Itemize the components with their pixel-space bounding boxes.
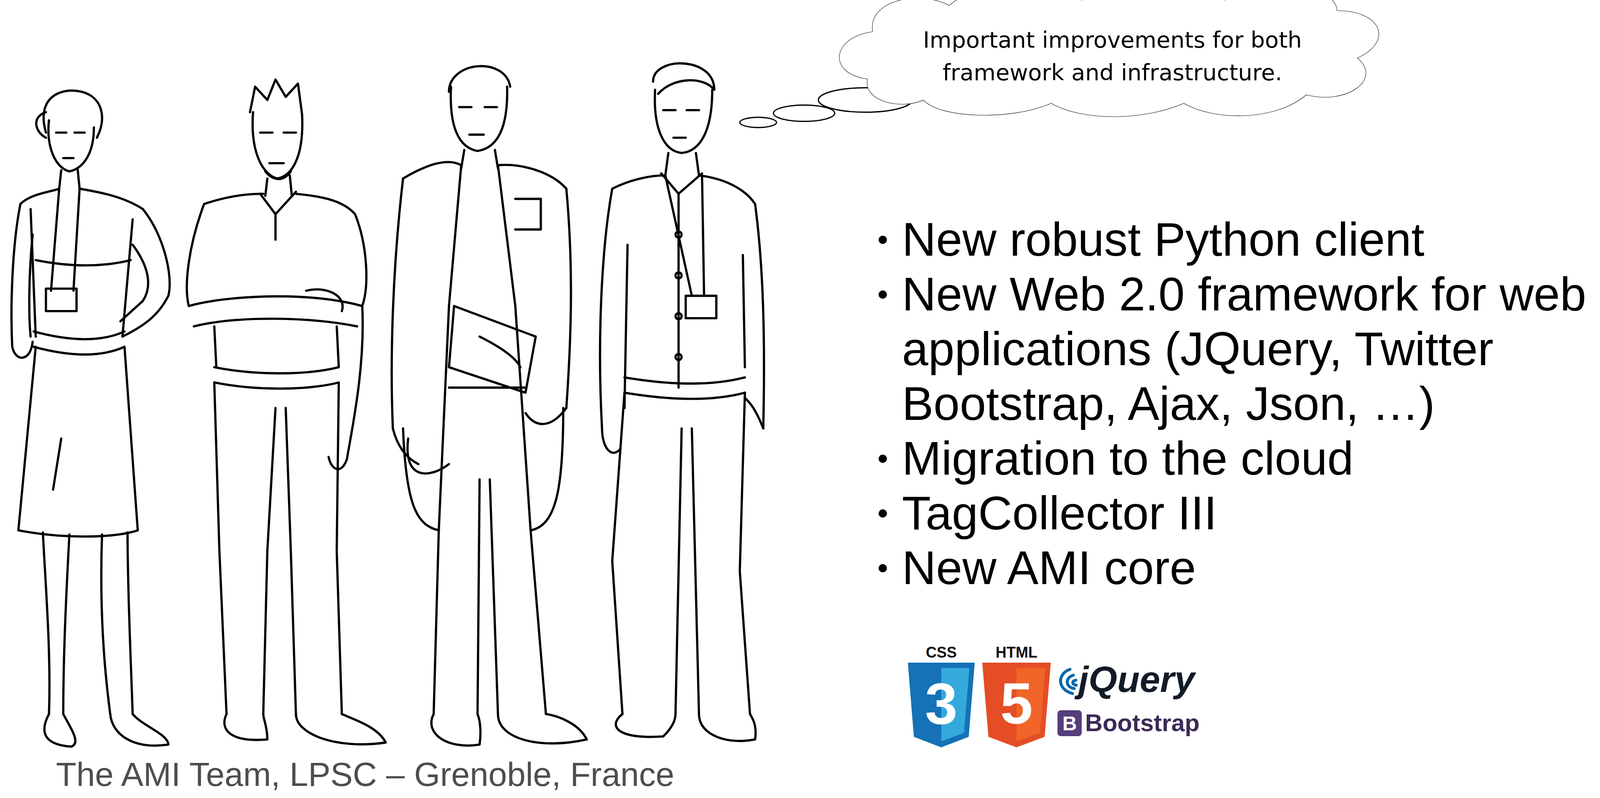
man-with-tablet-figure bbox=[391, 165, 571, 531]
woman-figure bbox=[48, 120, 95, 172]
man-with-badge-figure bbox=[675, 272, 682, 279]
man-with-badge-figure bbox=[601, 377, 764, 453]
bullet-text: New AMI core bbox=[901, 541, 1196, 595]
bullet-dot bbox=[878, 290, 887, 299]
woman-figure bbox=[18, 331, 138, 537]
shield-shape bbox=[907, 662, 975, 748]
caption: The AMI Team, LPSC – Grenoble, France bbox=[56, 755, 675, 795]
man-with-badge-figure bbox=[652, 63, 714, 153]
bullet-dot bbox=[878, 564, 887, 573]
man-figure bbox=[214, 326, 339, 389]
bullet-text: New robust Python client bbox=[901, 213, 1425, 266]
bullet-item: New robust Python client bbox=[873, 212, 1599, 268]
man-with-badge-figure bbox=[675, 354, 682, 361]
html5-shield: HTML 5 bbox=[982, 644, 1051, 750]
man-with-badge-figure bbox=[665, 175, 705, 296]
logo-heading: CSS bbox=[907, 644, 975, 662]
bootstrap-logo-box: B bbox=[1057, 710, 1082, 737]
woman-figure bbox=[36, 90, 102, 138]
bullet-item: New Web 2.0 framework for web applicatio… bbox=[873, 267, 1599, 432]
jquery-swirl bbox=[1060, 669, 1077, 694]
man-with-badge-figure bbox=[615, 714, 756, 742]
man-with-tablet-figure bbox=[431, 714, 587, 747]
css3-shield: CSS 3 bbox=[907, 644, 975, 750]
man-with-tablet-figure bbox=[402, 150, 567, 189]
woman-figure bbox=[44, 714, 169, 747]
man-figure bbox=[249, 79, 303, 179]
man-with-tablet-figure bbox=[448, 305, 567, 424]
man-figure bbox=[224, 714, 386, 745]
thought-text: Important improvements for both framewor… bbox=[886, 23, 1339, 90]
logo-heading: HTML bbox=[982, 644, 1051, 662]
bullet-text: TagCollector III bbox=[901, 486, 1218, 540]
woman-figure bbox=[20, 168, 143, 337]
man-with-badge-figure bbox=[600, 63, 765, 742]
man-figure bbox=[188, 289, 363, 327]
thought-bubbles bbox=[739, 117, 777, 128]
bullet-list: New robust Python clientNew Web 2.0 fram… bbox=[873, 212, 1599, 596]
man-with-tablet-figure bbox=[391, 66, 587, 746]
thought-cloud: Important improvements for both framewor… bbox=[826, 0, 1399, 122]
man-figure bbox=[328, 305, 363, 469]
bullet-dot bbox=[878, 509, 887, 518]
man-figure bbox=[186, 193, 367, 307]
woman-figure bbox=[43, 532, 133, 715]
man-figure bbox=[260, 175, 296, 240]
bullet-text: New Web 2.0 framework for web applicatio… bbox=[901, 267, 1587, 431]
man-with-badge-figure bbox=[675, 313, 682, 320]
bullet-item: New AMI core bbox=[873, 540, 1599, 596]
man-with-badge-figure bbox=[685, 295, 717, 319]
woman-figure bbox=[11, 203, 34, 358]
man-figure bbox=[214, 382, 342, 714]
logo-number: 5 bbox=[982, 666, 1051, 742]
woman-figure bbox=[120, 208, 170, 337]
man-with-badge-figure bbox=[612, 392, 751, 715]
thought-bubbles bbox=[773, 104, 835, 122]
line-figures bbox=[11, 63, 913, 747]
shield-shape bbox=[982, 662, 1051, 748]
man-with-tablet-figure bbox=[448, 66, 510, 151]
man-with-badge-figure bbox=[600, 175, 765, 429]
man-with-tablet-figure bbox=[392, 428, 449, 474]
woman-figure bbox=[50, 188, 80, 291]
man-figure bbox=[186, 79, 386, 745]
bullet-item: TagCollector III bbox=[873, 486, 1599, 541]
woman-figure bbox=[11, 90, 170, 747]
bullet-dot bbox=[878, 454, 887, 464]
bullet-text: Migration to the cloud bbox=[901, 432, 1354, 485]
man-with-tablet-figure bbox=[433, 479, 547, 714]
logo-number: 3 bbox=[907, 666, 975, 742]
jquery-swirl bbox=[1072, 680, 1077, 686]
bullet-item: Migration to the cloud bbox=[873, 431, 1599, 487]
bootstrap-wordmark: Bootstrap bbox=[1085, 708, 1200, 738]
logo-letter: B bbox=[1062, 712, 1078, 736]
bullet-dot bbox=[878, 235, 887, 245]
man-with-tablet-figure bbox=[402, 198, 564, 531]
woman-figure bbox=[45, 288, 77, 312]
cloud-outline bbox=[839, 0, 1379, 117]
jquery-wordmark: jQuery bbox=[1078, 658, 1195, 701]
